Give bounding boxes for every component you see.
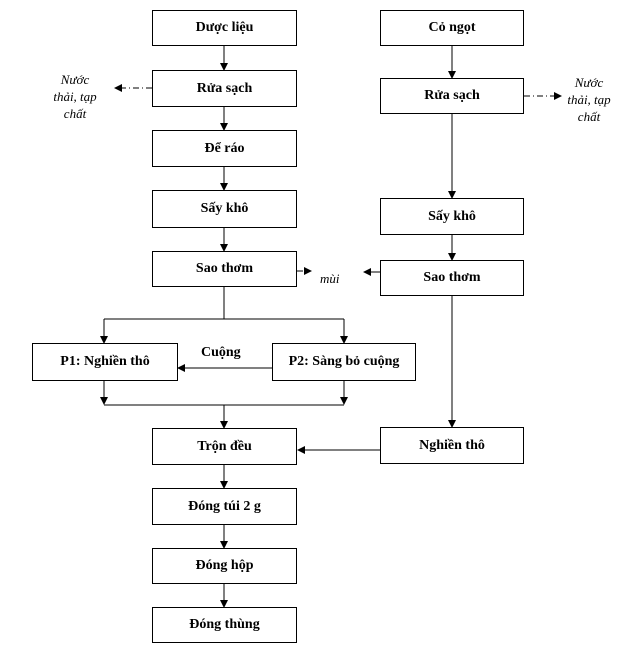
box-label: Sấy khô (200, 201, 249, 216)
note-line: thải, tạp (567, 92, 611, 107)
box-label: Sao thơm (195, 261, 254, 276)
smell-note: mùi (320, 271, 340, 286)
box-label: P2: Sàng bỏ cuộng (288, 354, 400, 369)
box-label: Sấy khô (428, 208, 476, 224)
note-line: chất (577, 109, 601, 124)
box-stevia: Cỏ ngọt (380, 10, 524, 46)
box-raw-herb: Dược liệu (152, 10, 297, 46)
box-pack-box: Đóng hộp (152, 548, 297, 584)
box-mix: Trộn đều (152, 428, 297, 465)
box-label: Để ráo (204, 140, 245, 156)
box-label: Rửa sạch (424, 88, 480, 103)
box-pack-bag: Đóng túi 2 g (152, 488, 297, 525)
box-wash-left: Rửa sạch (152, 70, 297, 107)
box-dry-right: Sấy khô (380, 198, 524, 235)
box-roast-right: Sao thơm (380, 260, 524, 296)
box-label: Đóng hộp (195, 558, 254, 573)
note-line: thải, tạp (53, 89, 97, 104)
waste-note-left: Nước thải, tạp chất (40, 71, 110, 122)
box-p2-sieve: P2: Sàng bỏ cuộng (272, 343, 416, 381)
box-dry-left: Sấy khô (152, 190, 297, 228)
box-label: Trộn đều (197, 438, 252, 454)
box-label: Đóng túi 2 g (188, 498, 261, 514)
box-label: Sao thơm (423, 270, 481, 285)
note-line: Nước (574, 75, 604, 90)
waste-note-right: Nước thải, tạp chất (556, 74, 621, 125)
box-drain: Để ráo (152, 130, 297, 167)
box-pack-carton: Đóng thùng (152, 607, 297, 643)
note-line: chất (63, 106, 87, 121)
box-roast-left: Sao thơm (152, 251, 297, 287)
box-label: Nghiền thô (419, 437, 485, 453)
box-label: Đóng thùng (189, 617, 260, 632)
box-p1-coarse-grind: P1: Nghiền thô (32, 343, 178, 381)
box-label: Cỏ ngọt (428, 20, 476, 35)
stalk-label: Cuộng (201, 345, 241, 360)
box-wash-right: Rửa sạch (380, 78, 524, 114)
box-label: Rửa sạch (196, 80, 253, 96)
note-line: Nước (60, 72, 90, 87)
box-label: Dược liệu (195, 20, 254, 35)
box-grind-right: Nghiền thô (380, 427, 524, 464)
box-label: P1: Nghiền thô (60, 354, 150, 369)
